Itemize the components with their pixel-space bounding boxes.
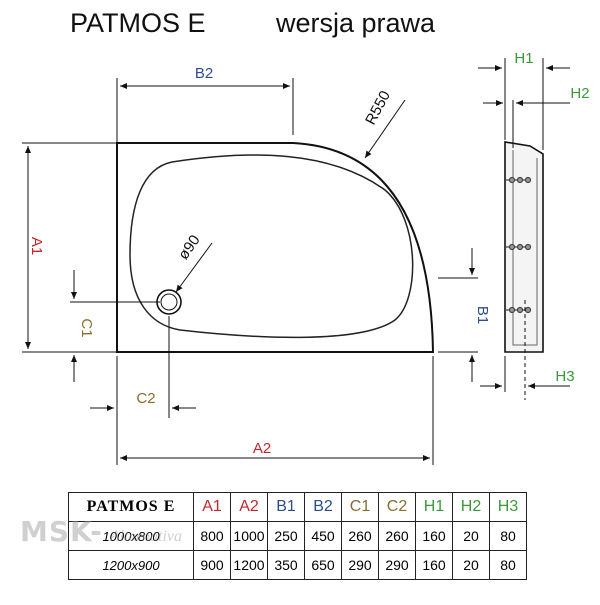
watermark-brand: MSK- [20, 515, 103, 548]
label-H1: H1 [514, 50, 533, 67]
table-row: 1000x800 800 1000 250 450 260 260 160 20… [68, 521, 527, 551]
table-cell: 900 [193, 550, 231, 580]
table-row: 1200x900 900 1200 350 650 290 290 160 20… [68, 550, 527, 580]
label-A2: A2 [253, 440, 271, 457]
label-C2: C2 [136, 390, 155, 407]
table-cell: 1000x800 [68, 521, 194, 551]
product-variant: wersja prawa [276, 8, 436, 38]
table-cell: 290 [341, 550, 379, 580]
label-H2: H2 [570, 85, 589, 102]
spec-table: PATMOS E A1 A2 B1 B2 C1 C2 H1 H2 H3 1000… [68, 492, 527, 580]
table-cell: 260 [378, 521, 416, 551]
table-cell: 160 [415, 550, 453, 580]
table-cell: 1200x900 [68, 550, 194, 580]
table-header-cell: A2 [230, 492, 268, 522]
watermark-text: Alternativa [110, 528, 182, 545]
table-header-cell: H1 [415, 492, 453, 522]
table-cell: 800 [193, 521, 231, 551]
table-cell: 250 [267, 521, 305, 551]
table-cell: 290 [378, 550, 416, 580]
drain-inner [160, 293, 178, 311]
table-cell: 80 [489, 550, 527, 580]
table-header-cell: B1 [267, 492, 305, 522]
tray-basin [129, 154, 414, 339]
label-drain: ø90 [175, 232, 204, 263]
side-view [504, 141, 544, 353]
label-B2: B2 [195, 65, 213, 82]
table-header-cell: A1 [193, 492, 231, 522]
table-header-cell: C2 [378, 492, 416, 522]
product-title: PATMOS E [70, 8, 206, 38]
tray-outline [116, 142, 435, 353]
table-cell: 160 [415, 521, 453, 551]
table-cell: 1200 [230, 550, 268, 580]
table-header-cell: H3 [489, 492, 527, 522]
table-header-cell: C1 [341, 492, 379, 522]
table-cell: 260 [341, 521, 379, 551]
label-A1: A1 [28, 237, 45, 255]
label-B1: B1 [474, 306, 491, 324]
label-radius: R550 [362, 88, 394, 128]
table-cell: 20 [452, 521, 490, 551]
table-header-row: PATMOS E A1 A2 B1 B2 C1 C2 H1 H2 H3 [68, 492, 527, 522]
table-cell: 80 [489, 521, 527, 551]
table-cell: 650 [304, 550, 342, 580]
table-header-cell: B2 [304, 492, 342, 522]
table-cell: 1000 [230, 521, 268, 551]
table-cell: 450 [304, 521, 342, 551]
table-cell: 350 [267, 550, 305, 580]
label-H3: H3 [555, 368, 574, 385]
label-C1: C1 [78, 318, 95, 337]
table-header-cell: H2 [452, 492, 490, 522]
table-cell: 20 [452, 550, 490, 580]
